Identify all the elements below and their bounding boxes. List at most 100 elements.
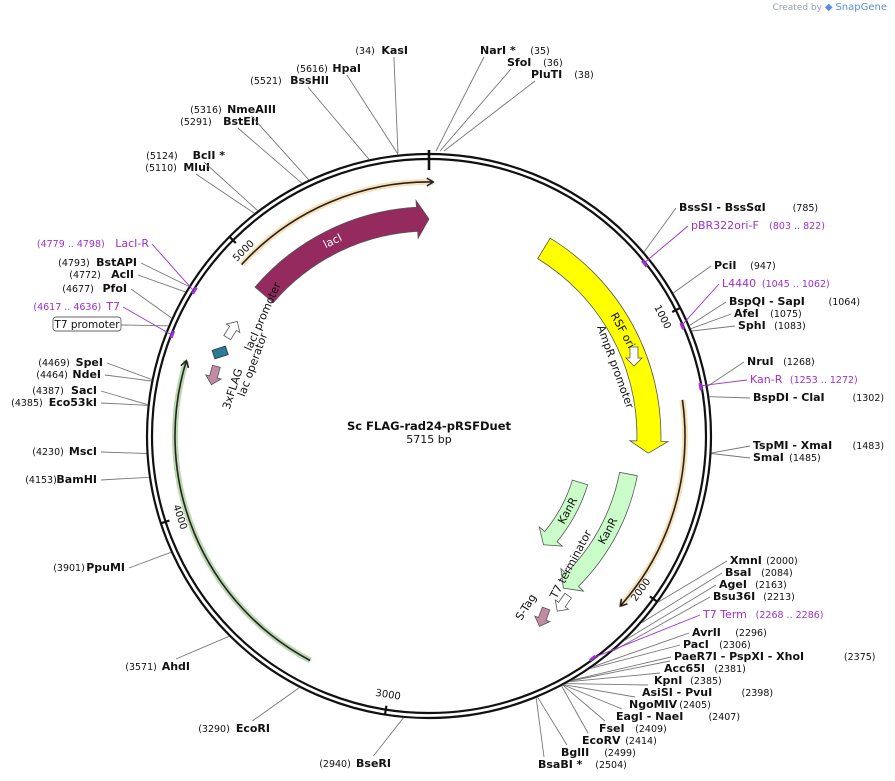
feature-s-tag-arrow [534,606,551,627]
orange-arc-right-arrowhead [619,598,628,608]
primer-l4440-name: L4440 [722,277,756,290]
feature-laci-promoter-arrow-shape [223,321,241,341]
site-kpni-name: KpnI [654,674,682,687]
site-bspdi-clai-leader [709,396,751,399]
orange-arc-right [619,399,686,607]
site-sfoi-pos: (36) [543,58,563,69]
site-bglii-pos: (2499) [604,748,636,759]
site-ngomiv-leader [564,684,636,698]
site-bsteii-leader [237,127,303,184]
site-xmni-pos: (2000) [766,556,798,567]
primer-t7-mark [169,330,176,339]
site-bsabi-name: BsaBI * [538,758,583,771]
primer-kan-r-leader [700,379,748,387]
site-acli-leader [137,274,186,293]
tick-2000 [649,595,658,603]
site-smai-leader [711,453,751,459]
site-eco53ki-name: Eco53kI [49,396,97,409]
primer-laci-r-name: LacI-R [115,237,149,250]
site-spei-name: SpeI [76,356,103,369]
site-nrui-name: NruI [747,355,774,368]
feature-lac-operator-box [211,345,229,360]
site-bcli-leader [203,161,259,212]
feature-t7-terminator-arrow [554,592,572,612]
primer-l4440-leader [681,283,720,326]
primer-t7-term-leader [593,614,701,659]
site-bcli-pos: (5124) [146,151,178,162]
site-bsai-leader [641,572,723,624]
site-bsssi-bsss-i-leader [643,207,677,253]
site-hpai-name: HpaI [332,62,361,75]
snapgene-name: SnapGene [835,2,887,13]
t7-promoter-label-box [52,316,122,332]
site-bsshii-name: BssHII [290,74,329,87]
site-saci-leader [100,390,148,406]
site-bsabi-leader [535,697,545,758]
site-paer7i-pspxi-xhoi-leader [572,656,672,681]
site-fsei-leader [562,684,606,722]
primer-laci-r-mark [191,286,198,295]
site-tspmi-xmai-name: TspMI - XmaI [753,439,832,452]
site-eagi-naei-name: EagI - NaeI [616,710,683,723]
site-bsssi-bsss-i-pos: (785) [793,203,819,214]
site-mlui-pos: (5110) [145,163,177,174]
site-fsei-pos: (2409) [635,724,667,735]
site-kpni-pos: (2385) [690,676,722,687]
feature-ampr-promoter-arrow [625,346,643,367]
tick-5000 [228,235,237,244]
created-by-text: Created by [772,3,822,13]
site-ndei-leader [104,374,152,382]
site-mlui-name: MluI [183,161,210,174]
primer-t7-name: T7 [105,300,120,313]
site-nmeaiii-name: NmeAIII [227,103,276,116]
site-pfoi-pos: (4677) [62,284,94,295]
site-bspdi-clai-pos: (1302) [853,393,885,404]
primer-pbr322ori-f-name: pBR322ori-F [691,219,759,232]
site-sfoi-leader [439,68,512,152]
site-hpai-pos: (5616) [296,64,328,75]
site-acli-pos: (4772) [69,270,101,281]
site-acc65i-name: Acc65I [664,662,705,675]
site-bsu36i-leader [612,596,711,652]
feature-3xflag-arrow-shape [204,364,223,386]
site-bsssi-bsss-i-name: BssSI - BssSαI [679,201,766,214]
orange-arc-top-arrowhead [426,177,435,187]
site-nari-leader [435,56,485,152]
restriction-sites: KasI(34)NarI *(35)SfoI(36)PluTI(38)BssSI… [11,44,884,771]
plasmid-title: Sc FLAG-rad24-pRSFDuet [347,419,512,433]
site-spei-pos: (4469) [38,358,70,369]
site-bspqi-sapi-leader [689,301,727,326]
tick-3000 [383,705,388,715]
tick-label-3000: 3000 [375,688,402,703]
site-paci-leader [590,644,681,670]
site-bsabi-pos: (2504) [595,760,627,771]
tick-1000 [671,306,681,313]
site-bglii-name: BglII [561,746,589,759]
site-nari-pos: (35) [530,46,550,57]
site-nrui-leader [707,361,745,387]
site-bsu36i-name: Bsu36I [713,590,755,603]
site-agei-name: AgeI [719,578,747,591]
site-msci-leader [100,451,147,454]
primer-pbr322ori-f-leader [643,225,689,264]
site-sphi-leader [691,325,736,332]
site-nari-name: NarI * [480,44,516,57]
snapgene-logo-icon: ◆ [824,2,833,13]
site-asisi-pvui-pos: (2398) [742,688,774,699]
site-eagi-naei-leader [563,684,623,710]
green-arc-left [174,360,311,662]
site-ecori-name: EcoRI [236,722,270,735]
primer-pbr322ori-f-mark [641,259,649,268]
site-kasi-leader [393,56,399,154]
site-tspmi-xmai-pos: (1483) [853,441,885,452]
site-ecori-pos: (3290) [198,724,230,735]
site-acc65i-pos: (2381) [714,664,746,675]
t7-promoter-label-leader [120,324,169,327]
site-sphi-name: SphI [738,319,766,332]
site-fsei-name: FseI [599,722,625,735]
site-paer7i-pspxi-xhoi-pos: (2375) [844,652,876,663]
site-pcii-leader [672,265,712,294]
orange-arc-top [241,181,434,266]
snapgene-brand: Created by ◆ SnapGene [772,2,887,13]
